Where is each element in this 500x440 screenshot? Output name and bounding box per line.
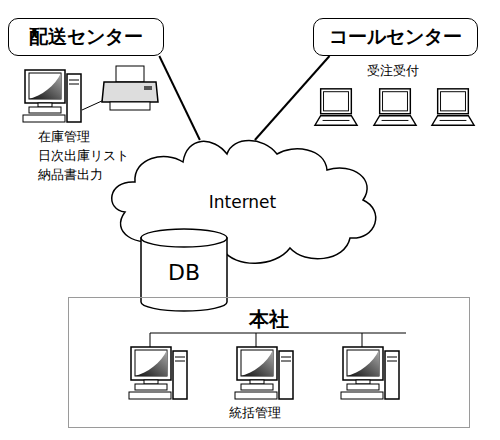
office-band: 本社統括管理	[68, 297, 470, 428]
database-cylinder: DB	[140, 228, 228, 312]
laptop-computer	[374, 89, 416, 125]
lan-drop	[150, 333, 151, 347]
function-note: 受注受付	[367, 62, 419, 80]
printer-cable	[82, 100, 104, 110]
desktop-computer	[129, 347, 187, 399]
function-note: 在庫管理	[38, 128, 90, 146]
site-name: コールセンター	[314, 24, 477, 50]
office-name: 本社	[69, 306, 469, 333]
office-role: 統括管理	[69, 404, 441, 422]
cylinder-body	[141, 238, 227, 311]
laptop-computer	[432, 89, 474, 125]
desktop-computer	[23, 70, 81, 122]
lan-drop	[256, 333, 257, 347]
cylinder-top	[141, 229, 227, 247]
network-link	[255, 56, 330, 140]
network-name: Internet	[105, 192, 380, 212]
desktop-computer	[235, 347, 293, 399]
network-link	[159, 56, 200, 140]
function-note: 納品書出力	[38, 166, 103, 184]
database-name: DB	[140, 260, 228, 285]
site-name: 配送センター	[9, 24, 163, 50]
lan-drop	[362, 333, 363, 347]
site-box: コールセンター	[313, 18, 478, 56]
desktop-computer	[341, 347, 399, 399]
function-note: 日次出庫リスト	[38, 147, 129, 165]
lan-bus	[150, 333, 406, 334]
site-box: 配送センター	[8, 18, 164, 56]
laptop-computer	[315, 89, 357, 125]
printer-icon	[102, 66, 158, 110]
